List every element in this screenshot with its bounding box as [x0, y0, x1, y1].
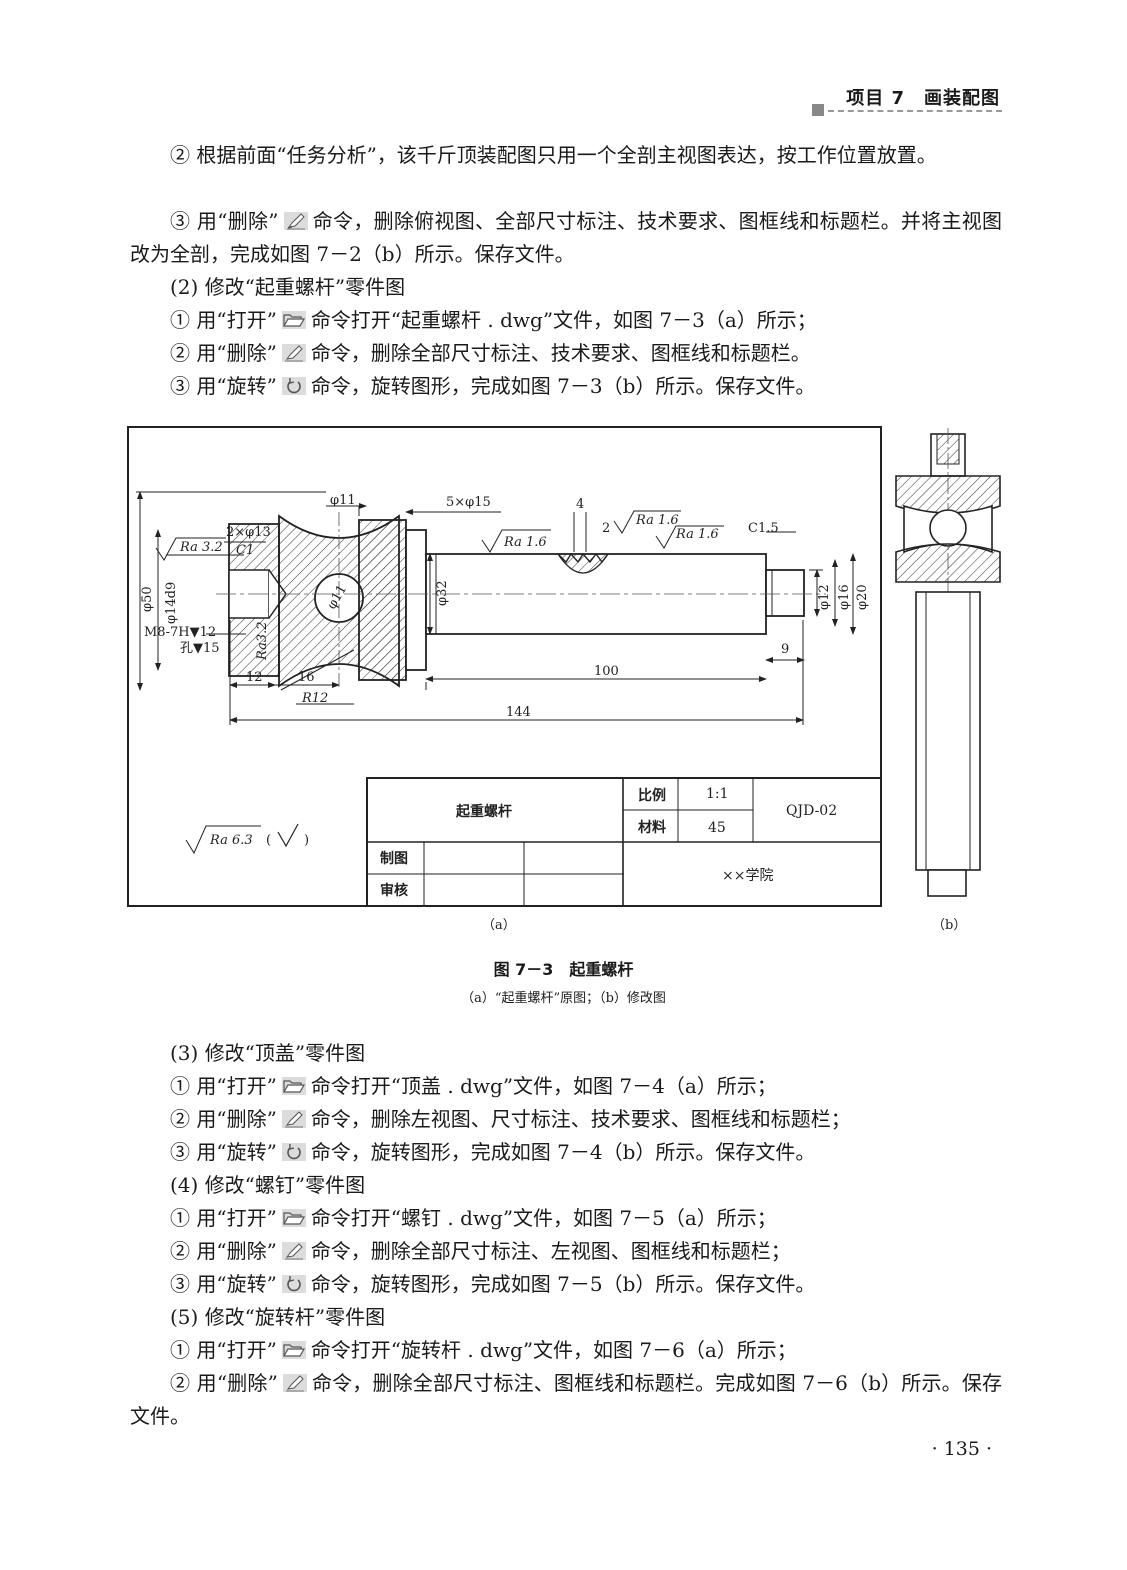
title-code: QJD-02	[786, 803, 837, 819]
section-heading-3: (3) 修改“顶盖”零件图	[170, 1041, 366, 1065]
dim-16: 16	[298, 670, 315, 685]
dim-ra16-a: Ra 1.6	[635, 513, 679, 528]
paragraph-open-bolt: ① 用“打开”命令打开“螺钉 . dwg”文件，如图 7－5（a）所示；	[170, 1206, 777, 1230]
dim-r12: R12	[301, 691, 328, 706]
dim-c1: C1	[236, 543, 254, 558]
dim-c15: C1.5	[748, 521, 779, 536]
rotate-icon	[281, 1142, 307, 1162]
section-heading-2: (2) 修改“起重螺杆”零件图	[170, 275, 406, 299]
paragraph-rotate-cap: ③ 用“旋转”命令，旋转图形，完成如图 7－4（b）所示。保存文件。	[170, 1140, 816, 1164]
dim-5xd15: 5×φ15	[446, 495, 491, 510]
dim-d16: φ16	[837, 584, 852, 610]
paragraph-rotate-bolt: ③ 用“旋转”命令，旋转图形，完成如图 7－5（b）所示。保存文件。	[170, 1272, 816, 1296]
header-title: 项目 7 画装配图	[846, 88, 1000, 109]
eraser-icon	[282, 1373, 308, 1393]
eraser-icon	[281, 1109, 307, 1129]
title-material-value: 45	[708, 820, 726, 836]
section-heading-5: (5) 修改“旋转杆”零件图	[170, 1305, 386, 1329]
paragraph-delete-handle: ② 用“删除”命令，删除全部尺寸标注、图框线和标题栏。完成如图 7－6（b）所示…	[130, 1371, 1002, 1428]
paragraph-step-3-delete: ③ 用“删除”命令，删除俯视图、全部尺寸标注、技术要求、图框线和标题栏。并将主视…	[130, 209, 1003, 266]
dim-2: 2	[602, 521, 610, 536]
figure-lifting-screw: φ11 5×φ15 4 2 Ra 1.6 Ra 1.6 Ra 1.6 C1.5 …	[126, 420, 1006, 940]
dim-12: 12	[246, 670, 263, 685]
dim-d11-top: φ11	[330, 493, 356, 508]
title-scale-value: 1:1	[706, 786, 729, 802]
screw-drawing-a	[216, 512, 826, 690]
screw-drawing-b	[895, 428, 1001, 897]
label-b: （b）	[932, 918, 966, 933]
dim-m8-thread: M8-7H▼12	[144, 625, 216, 640]
dim-ra32-vertical: Ra3.2	[255, 621, 270, 661]
label-a: （a）	[482, 918, 516, 933]
header-marker	[812, 104, 824, 116]
rotate-icon	[281, 1274, 307, 1294]
dim-d32: φ32	[435, 580, 450, 606]
dim-d20: φ20	[855, 584, 870, 610]
dim-d14d9: φ14d9	[164, 582, 179, 624]
folder-open-icon	[281, 1208, 307, 1228]
title-drawn-label: 制图	[380, 850, 408, 867]
dim-ra16-c: Ra 1.6	[675, 527, 719, 542]
dim-d50: φ50	[140, 586, 155, 612]
dimension-lines	[136, 491, 856, 725]
running-header: 项目 7 画装配图	[812, 80, 1002, 116]
eraser-icon	[281, 343, 307, 363]
page-number: · 135 ·	[931, 1438, 992, 1460]
title-material-label: 材料	[638, 819, 666, 836]
rotate-icon	[281, 376, 307, 396]
title-checked-label: 审核	[380, 882, 408, 899]
roughness-paren-close: )	[304, 833, 309, 848]
title-school: ××学院	[722, 868, 773, 884]
paragraph-delete-bolt: ② 用“删除”命令，删除全部尺寸标注、左视图、图框线和标题栏；	[170, 1239, 791, 1263]
paragraph-delete-screw: ② 用“删除”命令，删除全部尺寸标注、技术要求、图框线和标题栏。	[170, 341, 811, 365]
paragraph-open-screw: ① 用“打开”命令打开“起重螺杆 . dwg”文件，如图 7－3（a）所示；	[170, 308, 817, 332]
paragraph-step-2: ② 根据前面“任务分析”，该千斤顶装配图只用一个全剖主视图表达，按工作位置放置。	[170, 143, 937, 167]
dim-ra16-b: Ra 1.6	[503, 535, 547, 550]
roughness-ra63: Ra 6.3	[209, 833, 253, 848]
header-rule	[828, 110, 1002, 112]
folder-open-icon	[281, 1340, 307, 1360]
technical-drawing: φ11 5×φ15 4 2 Ra 1.6 Ra 1.6 Ra 1.6 C1.5 …	[127, 426, 1001, 933]
paragraph-open-cap: ① 用“打开”命令打开“顶盖 . dwg”文件，如图 7－4（a）所示；	[170, 1074, 777, 1098]
section-heading-4: (4) 修改“螺钉”零件图	[170, 1173, 366, 1197]
dim-144: 144	[506, 705, 531, 720]
paragraph-delete-cap: ② 用“删除”命令，删除左视图、尺寸标注、技术要求、图框线和标题栏；	[170, 1107, 851, 1131]
title-block	[366, 777, 882, 907]
folder-open-icon	[281, 310, 307, 330]
paragraph-rotate-screw: ③ 用“旋转”命令，旋转图形，完成如图 7－3（b）所示。保存文件。	[170, 374, 816, 398]
figure-caption: 图 7－3 起重螺杆	[493, 960, 634, 979]
roughness-symbols	[155, 510, 724, 855]
title-scale-label: 比例	[638, 787, 666, 804]
roughness-paren-open: (	[266, 833, 271, 848]
eraser-icon	[283, 211, 309, 231]
eraser-icon	[281, 1241, 307, 1261]
folder-open-icon	[281, 1076, 307, 1096]
dim-ra32: Ra 3.2	[179, 540, 223, 555]
dim-100: 100	[594, 664, 619, 679]
dim-d12: φ12	[817, 584, 832, 610]
figure-subcaption: （a）“起重螺杆”原图；（b）修改图	[461, 991, 666, 1006]
dim-9: 9	[781, 642, 789, 657]
check-mark-icon	[277, 823, 299, 848]
dim-hole15: 孔▼15	[180, 641, 220, 656]
dim-2xd13: 2×φ13	[226, 525, 271, 540]
title-part-name: 起重螺杆	[455, 803, 512, 820]
paragraph-open-handle: ① 用“打开”命令打开“旋转杆 . dwg”文件，如图 7－6（a）所示；	[170, 1338, 797, 1362]
dim-4: 4	[576, 497, 584, 512]
